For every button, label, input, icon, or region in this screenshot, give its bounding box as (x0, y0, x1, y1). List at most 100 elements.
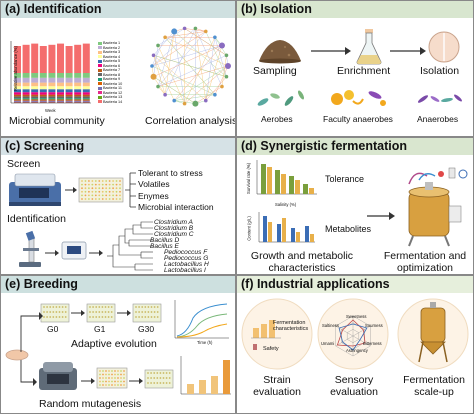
stacked-bar-segment (48, 82, 56, 87)
stacked-bar-segment (65, 73, 73, 78)
flask-icon (356, 29, 382, 65)
tolerance-xlabel: Salinity (%) (275, 202, 297, 207)
stacked-bar-segment (65, 99, 73, 101)
stacked-bar-segment (57, 100, 64, 102)
plate-colony (101, 316, 104, 318)
strain-name: Lactobacillus I (164, 267, 206, 274)
plate-colony (110, 316, 113, 318)
network-edge (174, 45, 223, 101)
plate-colony (150, 372, 152, 374)
network-node (163, 35, 167, 40)
stacked-bar-segment (48, 92, 56, 95)
tree-branch (118, 235, 141, 256)
plate-colony (95, 316, 98, 318)
legend-entry: Bacteria 2 (98, 46, 138, 51)
legend-label: Bacteria 7 (103, 68, 121, 73)
fermentation-scaleup-label: Fermentation scale-up (403, 374, 465, 399)
stacked-bar-segment (31, 102, 39, 103)
plate-colony (110, 311, 113, 313)
phylogenetic-tree (107, 221, 153, 271)
plate-well (88, 180, 90, 182)
plate-colony (55, 316, 58, 318)
strain-evaluation-label: Strain evaluation (253, 374, 301, 399)
legend-swatch (98, 55, 102, 59)
plate-well (117, 373, 119, 376)
stacked-bar-segment (14, 94, 21, 97)
legend-entry: Bacteria 9 (98, 77, 138, 82)
plate-colony (159, 382, 162, 384)
plate-colony (49, 306, 52, 308)
plate-well (102, 377, 104, 379)
petri-dish-icon (428, 31, 460, 63)
plate-colony (46, 311, 48, 313)
stacked-bar-segment (82, 82, 90, 87)
plate-colony (153, 306, 156, 308)
sensory-radar-chart (317, 298, 389, 370)
screen-item-enymes: Enymes (138, 191, 169, 201)
g30-label: G30 (138, 324, 155, 334)
plate-well (94, 187, 97, 190)
stacked-bar-segment (57, 73, 64, 78)
strain-evaluation-circle (241, 298, 313, 370)
network-edge (195, 28, 206, 32)
plate-well (91, 180, 94, 182)
legend-entry: Bacteria 14 (98, 100, 138, 105)
plate-well (94, 190, 97, 193)
stacked-bar-segment (82, 92, 90, 95)
stacked-bar-segment (74, 89, 82, 93)
plate-well (91, 194, 94, 197)
stacked-bar-segment (82, 96, 90, 99)
legend-swatch (98, 50, 102, 54)
legend-entry: Bacteria 5 (98, 59, 138, 64)
plate-well (112, 190, 114, 193)
correlation-analysis-caption: Correlation analysis (145, 115, 236, 127)
stacked-bar-segment (57, 102, 64, 103)
plate-well (115, 187, 118, 190)
stacked-bar-segment (39, 98, 47, 100)
growth-caption: Growth and metabolic characteristics (250, 250, 354, 275)
panel-title-isolation: (b) Isolation (237, 1, 473, 18)
stacked-bar-segment (57, 101, 64, 103)
plate-colony (95, 311, 98, 313)
panel-title-identification: (a) Identification (1, 1, 235, 18)
arrow-right-icon (390, 47, 426, 55)
network-edge (184, 28, 227, 56)
plate-well (119, 183, 121, 186)
plate-well (84, 190, 87, 193)
plate-well (105, 180, 108, 182)
stacked-bar-segment (22, 77, 30, 83)
arrow-right-icon (129, 378, 143, 384)
legend-swatch (98, 95, 102, 99)
plate-colony (138, 316, 140, 318)
stacked-bar-segment (39, 100, 47, 102)
growth-curve-chart (174, 300, 229, 339)
stacked-bar-segment (31, 43, 39, 73)
plate-well (88, 183, 90, 186)
legend-swatch (98, 100, 102, 104)
plate-well (91, 198, 94, 200)
plate-colony (150, 316, 153, 318)
plate-colony (141, 306, 144, 308)
plate-colony (165, 382, 168, 384)
legend-entry: Bacteria 11 (98, 86, 138, 91)
plate-colony (153, 377, 156, 379)
legend-swatch (98, 73, 102, 77)
panel-breeding: (e) Breeding G0 G1 G30 Adaptive evolutio… (0, 275, 236, 414)
microbial-community-caption: Microbial community (9, 115, 105, 127)
legend-swatch (98, 68, 102, 72)
plate-colony (58, 311, 61, 313)
plate-well (117, 370, 119, 372)
network-edge (157, 65, 229, 87)
plate-well (81, 187, 83, 190)
stacked-bar-segment (65, 89, 73, 93)
microplate-icon (78, 177, 124, 203)
plate-colony (138, 311, 140, 313)
radar-axis (352, 325, 371, 337)
arrow-right-icon (311, 47, 351, 55)
tree-branch (134, 264, 153, 271)
plate-well (101, 190, 104, 193)
plate-colony (135, 306, 137, 308)
network-edge (157, 31, 206, 87)
correlation-network (150, 26, 231, 107)
plate-colony (153, 311, 156, 313)
